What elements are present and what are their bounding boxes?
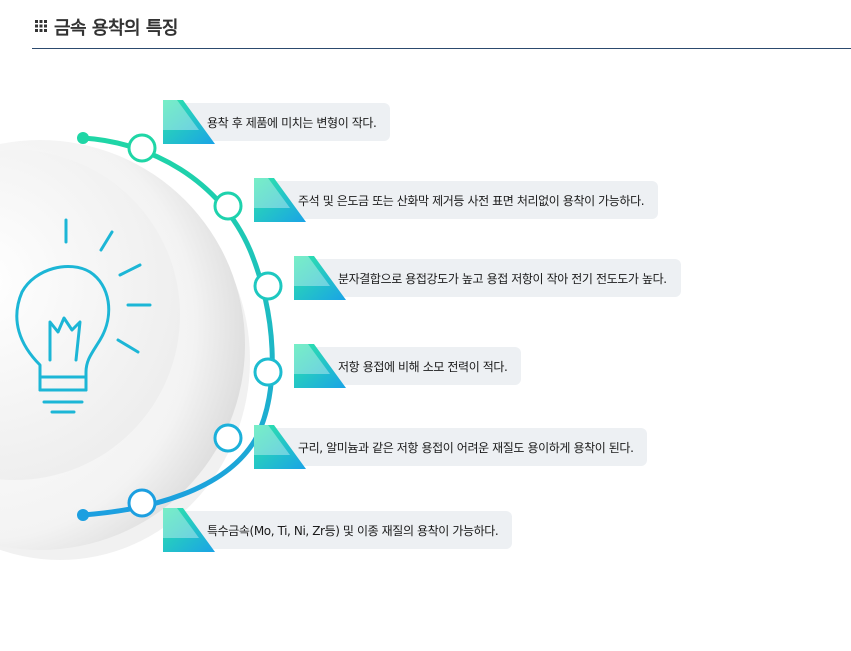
section-header: 금속 용착의 특징 <box>32 12 851 49</box>
feature-item-6: 특수금속(Mo, Ti, Ni, Zr등) 및 이종 재질의 용착이 가능하다. <box>163 508 513 552</box>
feature-tab-icon <box>254 425 306 469</box>
feature-item-4: 저항 용접에 비해 소모 전력이 적다. <box>294 344 522 388</box>
timeline-arc <box>80 135 275 518</box>
infographic-graphic <box>0 132 283 560</box>
timeline-node-5 <box>213 423 243 453</box>
feature-text: 특수금속(Mo, Ti, Ni, Zr등) 및 이종 재질의 용착이 가능하다. <box>207 523 499 538</box>
feature-item-5: 구리, 알미늄과 같은 저항 용접이 어려운 재질도 용이하게 용착이 된다. <box>254 425 648 469</box>
feature-tab-icon <box>294 344 346 388</box>
feature-text: 용착 후 제품에 미치는 변형이 작다. <box>207 115 377 130</box>
feature-text: 구리, 알미늄과 같은 저항 용접이 어려운 재질도 용이하게 용착이 된다. <box>298 440 634 455</box>
bulb-disc <box>0 140 250 560</box>
feature-text: 주석 및 은도금 또는 산화막 제거등 사전 표면 처리없이 용착이 가능하다. <box>298 193 645 208</box>
feature-tab-icon <box>254 178 306 222</box>
feature-item-1: 용착 후 제품에 미치는 변형이 작다. <box>163 100 391 144</box>
feature-tab-icon <box>294 256 346 300</box>
timeline-node-6 <box>127 488 157 518</box>
feature-infographic: 용착 후 제품에 미치는 변형이 작다. 주석 및 은도금 또는 산화막 제거등… <box>0 60 851 600</box>
timeline-node-2 <box>213 191 243 221</box>
feature-tab-icon <box>163 100 215 144</box>
timeline-node-3 <box>253 271 283 301</box>
timeline-node-1 <box>127 133 157 163</box>
feature-tab-icon <box>163 508 215 552</box>
feature-item-3: 분자결합으로 용접강도가 높고 용접 저항이 작아 전기 전도도가 높다. <box>294 256 681 300</box>
feature-text: 저항 용접에 비해 소모 전력이 적다. <box>338 359 508 374</box>
lightbulb-icon <box>15 218 152 414</box>
arc-end-dot-top <box>77 132 89 144</box>
arc-end-dot-bottom <box>77 509 89 521</box>
page-title: 금속 용착의 특징 <box>54 18 178 39</box>
feature-item-2: 주석 및 은도금 또는 산화막 제거등 사전 표면 처리없이 용착이 가능하다. <box>254 178 659 222</box>
timeline-node-4 <box>253 357 283 387</box>
grid-icon <box>35 20 47 32</box>
feature-text: 분자결합으로 용접강도가 높고 용접 저항이 작아 전기 전도도가 높다. <box>338 271 667 286</box>
